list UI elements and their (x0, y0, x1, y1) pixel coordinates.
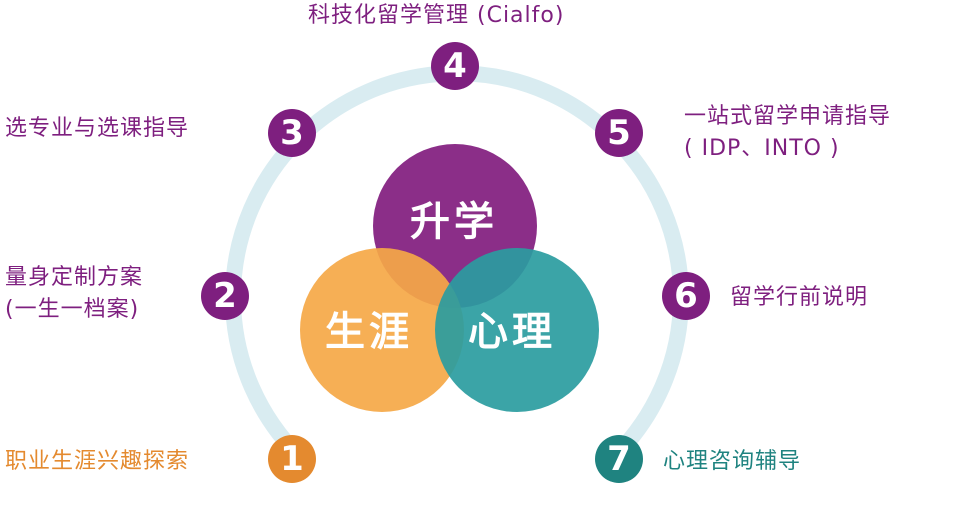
step-2-label-line-2: (一生一档案) (5, 297, 140, 322)
step-5-label: 一站式留学申请指导 ( IDP、INTO ) (684, 101, 891, 165)
step-4-label: 科技化留学管理 (Cialfo) (308, 0, 564, 32)
step-1-label-line-1: 职业生涯兴趣探索 (5, 449, 190, 474)
step-2-label: 量身定制方案 (一生一档案) (5, 262, 143, 326)
venn-circle-career (300, 248, 464, 412)
venn-label-study: 升学 (410, 199, 498, 245)
step-3-label-line-1: 选专业与选课指导 (5, 116, 190, 141)
venn-label-career: 生涯 (325, 309, 413, 355)
step-1-badge: 1 (268, 435, 316, 483)
step-6-badge: 6 (662, 272, 710, 320)
step-6-label-line-1: 留学行前说明 (730, 285, 869, 310)
step-2-badge: 2 (201, 272, 249, 320)
step-5-badge: 5 (595, 109, 643, 157)
step-1-label: 职业生涯兴趣探索 (5, 446, 189, 478)
step-7-label: 心理咨询辅导 (663, 446, 801, 478)
step-2-label-line-1: 量身定制方案 (5, 265, 144, 290)
step-3-badge: 3 (268, 109, 316, 157)
step-6-label: 留学行前说明 (730, 282, 868, 314)
step-4-badge: 4 (431, 42, 479, 90)
step-3-label: 选专业与选课指导 (5, 113, 189, 145)
venn-circle-psych (435, 248, 599, 412)
step-7-badge: 7 (595, 435, 643, 483)
step-5-label-line-1: 一站式留学申请指导 (684, 104, 892, 129)
step-7-label-line-1: 心理咨询辅导 (663, 449, 802, 474)
step-4-label-line-1: 科技化留学管理 (Cialfo) (308, 3, 565, 28)
venn-label-psych: 心理 (468, 309, 556, 355)
step-5-label-line-2: ( IDP、INTO ) (684, 136, 840, 161)
